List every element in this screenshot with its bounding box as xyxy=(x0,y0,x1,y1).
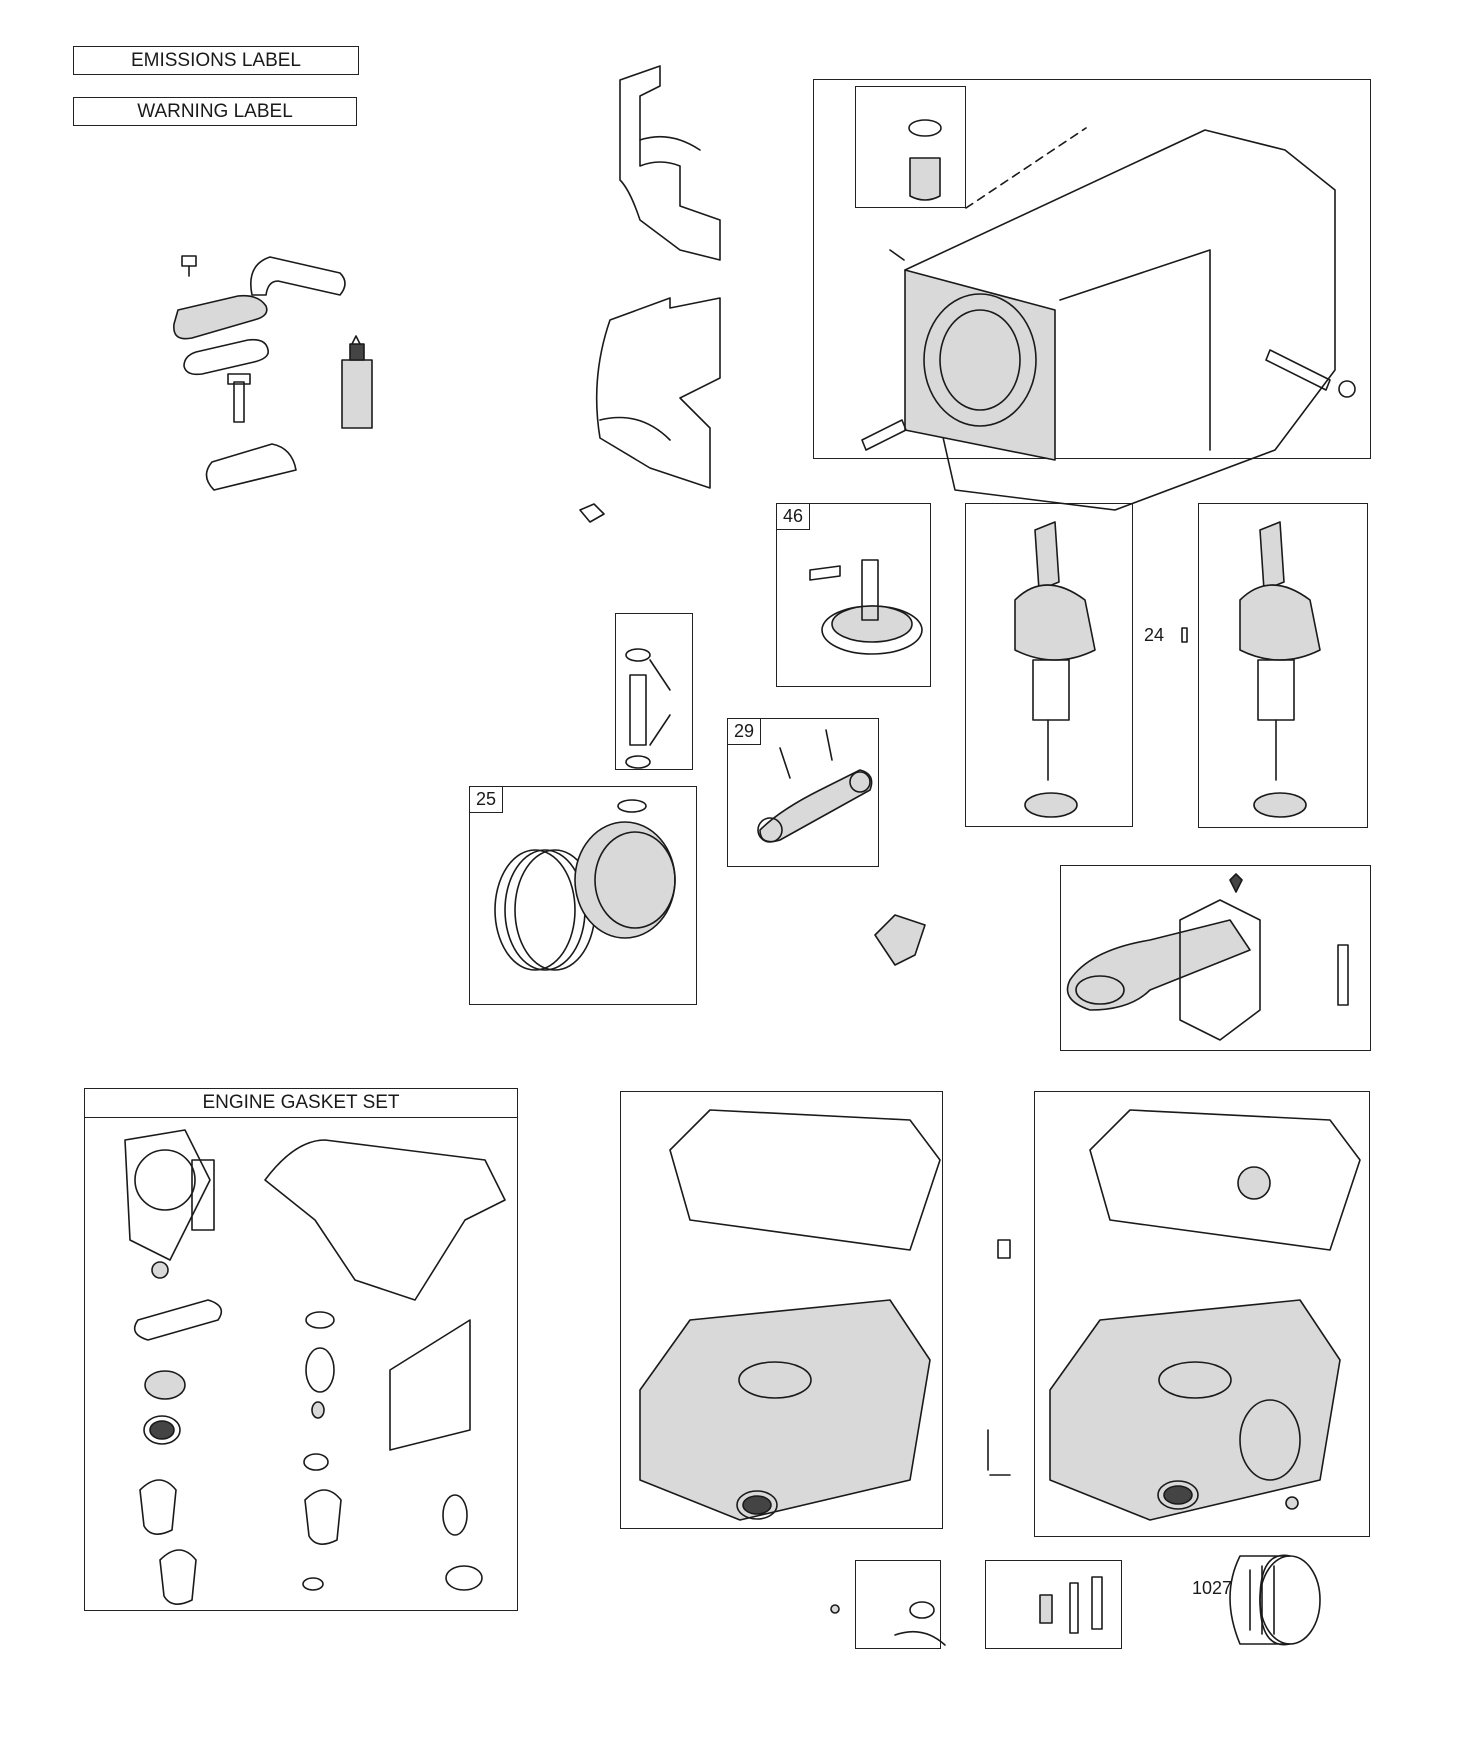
connecting-rod-frame: 29 xyxy=(727,718,879,867)
governor-frame xyxy=(1060,865,1371,1051)
connecting-rod-icon xyxy=(757,729,873,843)
callout-key: 24 xyxy=(1144,625,1164,646)
small-parts-icon xyxy=(830,1576,1103,1646)
callout-piston: 25 xyxy=(470,787,504,813)
crankshaft-frame-2 xyxy=(1198,503,1368,828)
emissions-label: EMISSIONS LABEL xyxy=(73,46,359,75)
cylinder-block-frame xyxy=(813,79,1371,459)
sealant-tube-icon xyxy=(341,335,373,429)
callout-oil-filter: 1027 xyxy=(1192,1578,1232,1599)
piston-icon xyxy=(494,799,676,971)
piston-pin-icon xyxy=(625,648,671,769)
governor-icon xyxy=(874,873,1349,1041)
blower-housing-icon xyxy=(579,65,721,523)
piston-frame: 25 xyxy=(469,786,697,1005)
oil-filter-icon xyxy=(1229,1554,1321,1646)
callout-connecting-rod: 29 xyxy=(728,719,762,745)
gasket-icon xyxy=(124,1129,506,1605)
callout-key-text: 24 xyxy=(1144,625,1165,645)
cylinder-block-icon xyxy=(861,119,1356,511)
crankshaft-icon xyxy=(1014,521,1321,818)
cam-gear-frame: 46 xyxy=(776,503,931,687)
oil-sump-icon-2 xyxy=(1049,1109,1361,1521)
callout-cam-gear: 46 xyxy=(777,504,811,530)
piston-pin-frame xyxy=(615,613,693,770)
oil-sump-frame-2 xyxy=(1034,1091,1370,1537)
engine-gasket-set-title: ENGINE GASKET SET xyxy=(85,1089,517,1118)
crankshaft-frame-1 xyxy=(965,503,1133,827)
warning-label-text: WARNING LABEL xyxy=(137,100,293,122)
small-parts-frame-1 xyxy=(855,1560,941,1649)
cylinder-sleeve-inset-frame xyxy=(855,86,966,208)
oil-sump-icon xyxy=(639,1109,1011,1521)
engine-gasket-set-frame: ENGINE GASKET SET xyxy=(84,1088,518,1611)
emissions-label-text: EMISSIONS LABEL xyxy=(130,49,301,71)
oil-sump-frame-1 xyxy=(620,1091,943,1529)
camshaft-icon xyxy=(809,559,923,655)
small-parts-frame-2 xyxy=(985,1560,1122,1649)
breather-tube-icon xyxy=(181,255,346,296)
breather-cover-icon xyxy=(173,294,297,491)
warning-label: WARNING LABEL xyxy=(73,97,357,126)
callout-oil-filter-text: 1027 xyxy=(1192,1578,1233,1598)
